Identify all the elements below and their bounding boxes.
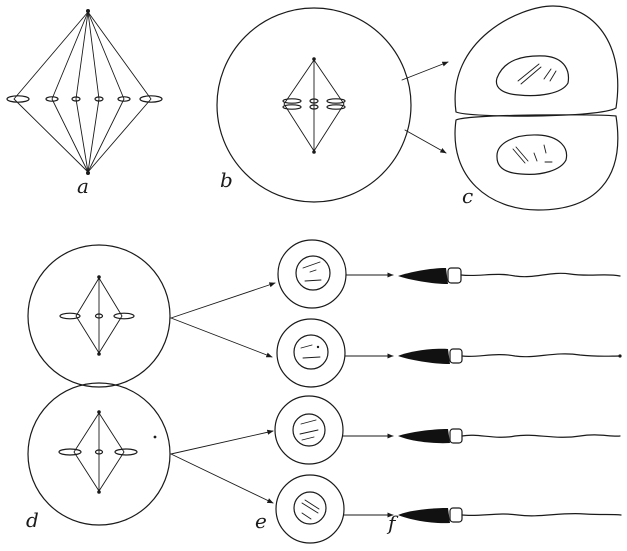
cell-d-lower <box>27 382 171 526</box>
spindle-pole-top <box>86 9 90 13</box>
label-f: f <box>386 511 399 535</box>
label-a: a <box>77 174 89 198</box>
spermatozoon-3 <box>398 428 621 444</box>
label-d-lower: d <box>26 508 39 532</box>
arrow-d2-to-e4 <box>170 453 274 504</box>
label-e: e <box>255 509 267 533</box>
spindle-a <box>6 9 163 175</box>
daughter-cells-c <box>454 5 619 211</box>
cell-b <box>216 7 412 203</box>
chromosomes-a <box>6 95 163 103</box>
spermatid-3 <box>274 395 344 465</box>
spermatid-4 <box>275 474 345 544</box>
spermatozoon-4 <box>398 507 622 524</box>
spermatid-2 <box>276 318 346 388</box>
spindle-pole-bottom <box>86 171 90 175</box>
spermatozoon-1 <box>398 267 621 284</box>
arrow-b-to-c-top <box>401 61 449 81</box>
cell-d-upper <box>27 244 171 388</box>
nucleus-c-top <box>495 55 570 97</box>
arrow-d1-to-e1 <box>170 282 276 319</box>
label-c-top: c <box>462 184 473 208</box>
arrow-d1-to-e2 <box>170 317 273 358</box>
spermatozoon-2 <box>398 348 622 364</box>
arrow-d2-to-e3 <box>170 429 274 455</box>
label-b: b <box>220 168 233 192</box>
nucleus-c-bottom <box>496 134 568 175</box>
arrow-b-to-c-bottom <box>404 129 447 154</box>
spermatid-1 <box>277 239 347 309</box>
